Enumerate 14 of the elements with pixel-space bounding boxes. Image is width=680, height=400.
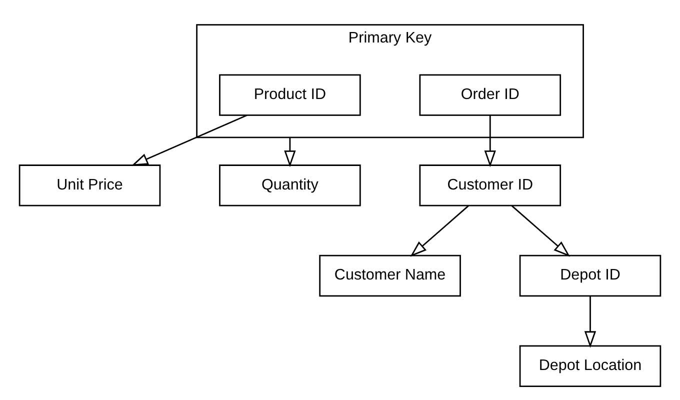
- arrow: [284, 137, 296, 168]
- arrow: [511, 205, 570, 257]
- node-box: Customer Name: [319, 254, 461, 297]
- arrow: [484, 115, 496, 168]
- arrow: [410, 205, 469, 257]
- node-box: Depot ID: [519, 254, 662, 297]
- node-box: Customer ID: [419, 164, 562, 206]
- node-box: Order ID: [419, 74, 562, 116]
- arrow: [131, 114, 248, 166]
- node-box: Depot Location: [519, 345, 662, 387]
- arrow: [584, 296, 596, 348]
- node-box: Product ID: [219, 74, 361, 116]
- node-box: Quantity: [219, 164, 361, 206]
- node-box: Unit Price: [18, 164, 161, 206]
